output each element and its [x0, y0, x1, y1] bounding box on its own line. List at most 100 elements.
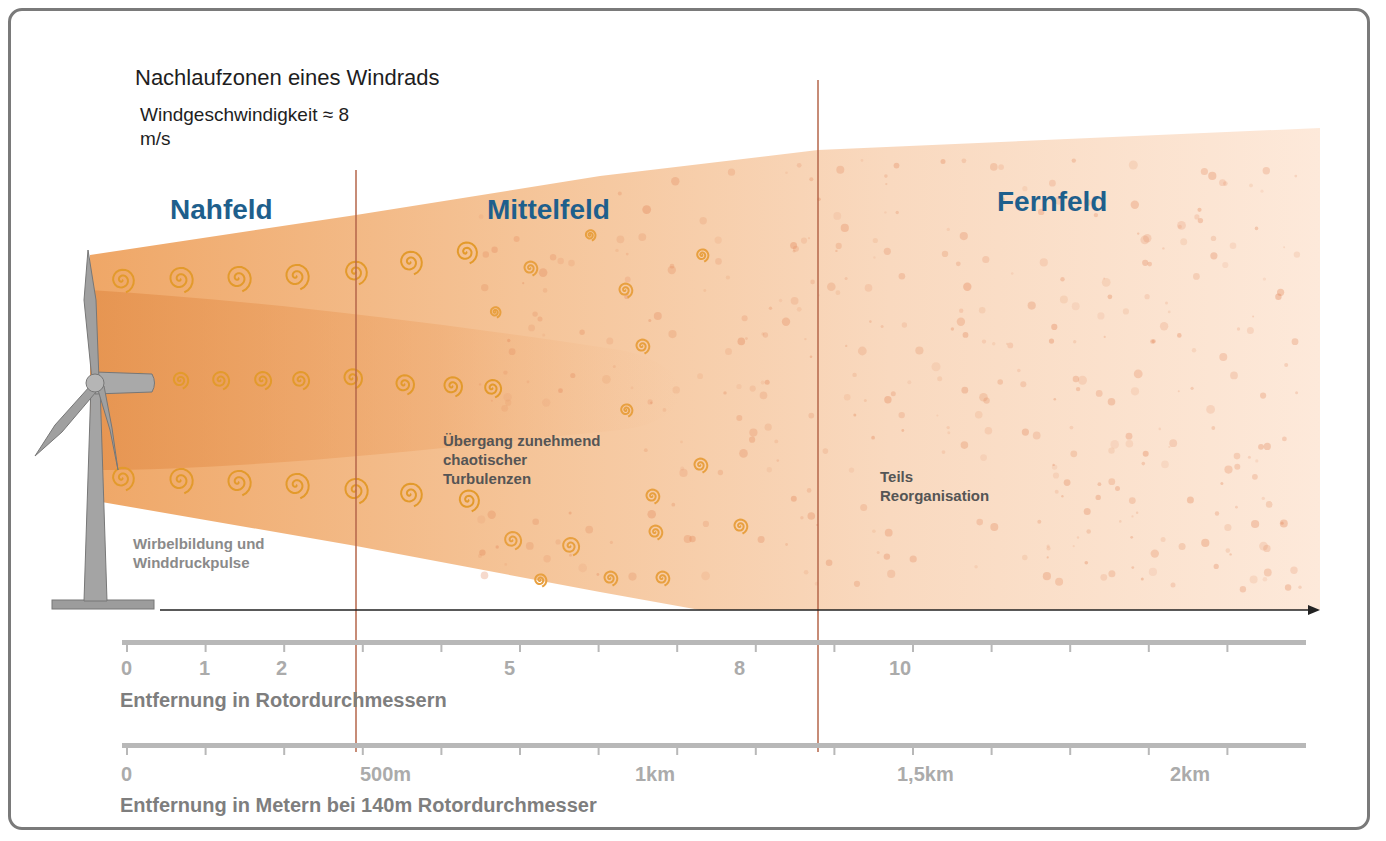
speckle [703, 521, 709, 527]
vortex-swirls [113, 230, 747, 587]
speckle [854, 581, 860, 587]
speckle [810, 355, 813, 358]
speckle [597, 573, 600, 576]
speckle [1119, 520, 1122, 523]
speckle [1047, 556, 1049, 558]
speckle [483, 251, 489, 257]
speckle [1086, 529, 1091, 534]
vortex-swirl [458, 243, 477, 264]
speckle [1049, 180, 1056, 187]
speckle [1151, 549, 1159, 557]
speckle [1298, 586, 1301, 589]
vortex-swirl [171, 268, 193, 292]
speckle [869, 320, 872, 323]
speckle [1104, 336, 1106, 338]
speckle [1249, 184, 1253, 188]
speckle [1219, 353, 1227, 361]
vortex-swirl [255, 372, 271, 390]
speckle [871, 436, 875, 440]
speckle [1096, 495, 1101, 500]
speckle [827, 283, 836, 292]
speckle [941, 159, 946, 164]
speckle [606, 338, 613, 345]
speckle [1226, 548, 1231, 553]
speckle [725, 348, 732, 355]
speckle [1237, 327, 1240, 330]
speckle [558, 258, 564, 264]
speckle [625, 277, 631, 283]
speckle [998, 164, 1004, 170]
speckle [861, 159, 864, 162]
speckle [1264, 569, 1272, 577]
speckle [1230, 243, 1237, 250]
speckle [1263, 577, 1268, 582]
axis-tick [755, 748, 757, 755]
speckle [960, 232, 968, 240]
speckle [1234, 453, 1241, 460]
speckle [663, 408, 667, 412]
zone-name: Fernfeld [997, 184, 1107, 219]
zone-note: Wirbelbildung und Winddruckpulse [133, 535, 308, 573]
speckle [963, 283, 971, 291]
speckle [1283, 246, 1285, 248]
speckle [1206, 405, 1215, 414]
speckle [1294, 251, 1300, 257]
speckle [957, 318, 965, 326]
speckle [569, 512, 572, 515]
speckle [579, 330, 584, 335]
speckle [532, 311, 537, 316]
speckle [790, 242, 797, 249]
speckle [1123, 308, 1129, 314]
speckle [1229, 553, 1231, 555]
speckle [1260, 190, 1263, 193]
tick-label: 10 [889, 656, 911, 681]
speckle [1137, 232, 1139, 234]
speckle [976, 519, 983, 526]
axis-tick [912, 748, 914, 755]
speckle [654, 312, 662, 320]
speckle [1208, 172, 1216, 180]
tick-label: 1km [635, 762, 675, 787]
speckle [1064, 479, 1071, 486]
speckle [910, 555, 917, 562]
vortex-swirl [650, 526, 663, 540]
speckle [1142, 462, 1146, 466]
speckle [990, 163, 998, 171]
speckle [782, 318, 790, 326]
speckle [1165, 301, 1168, 304]
speckle [1247, 327, 1254, 334]
axis-tick [1148, 748, 1150, 755]
zone-note: Teils Reorganisation [880, 468, 1015, 506]
speckle [1263, 277, 1266, 280]
speckle [1055, 578, 1063, 586]
axis-tick [205, 748, 207, 755]
speckle [1282, 437, 1287, 442]
speckle [1007, 343, 1013, 349]
speckle [1198, 218, 1203, 223]
speckle [884, 174, 888, 178]
speckle [1055, 490, 1059, 494]
speckle [1224, 466, 1232, 474]
speckle [1078, 376, 1087, 385]
speckle [644, 448, 648, 452]
speckle [990, 523, 998, 531]
speckle [777, 459, 780, 462]
speckle [808, 512, 816, 520]
vortex-swirl [485, 380, 501, 398]
axis-tick [991, 748, 993, 755]
speckle [1220, 482, 1223, 485]
ground-axis [160, 609, 1310, 611]
turbulence-speckles [477, 158, 1301, 592]
speckle [807, 488, 812, 493]
speckle [760, 392, 768, 400]
speckle [1037, 520, 1041, 524]
speckle [1275, 294, 1281, 300]
speckle [715, 237, 722, 244]
speckle [509, 348, 516, 355]
speckle [765, 380, 770, 385]
speckle [1085, 561, 1089, 565]
vortex-swirl [113, 468, 134, 491]
speckle [570, 373, 575, 378]
speckle [936, 415, 938, 417]
speckle [774, 440, 778, 444]
